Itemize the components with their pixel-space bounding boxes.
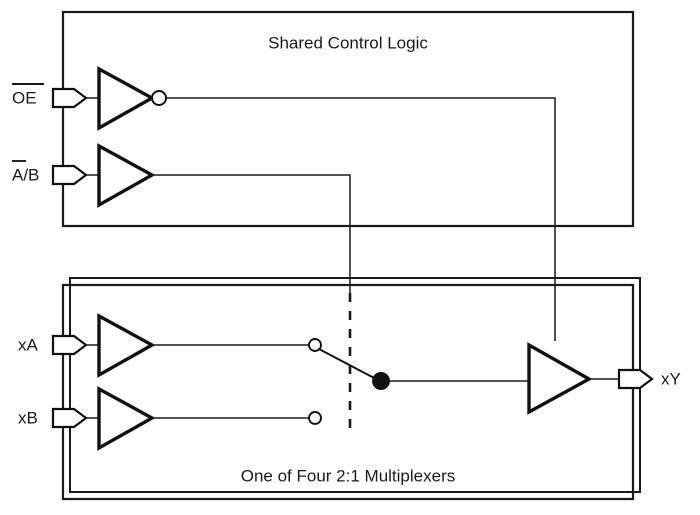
pin-xb-label: xB [18, 408, 38, 427]
oe-inverter-bubble-icon [151, 90, 167, 106]
pin-a-bar-b[interactable]: A/B [12, 160, 88, 186]
ab-buffer-triangle [97, 143, 156, 208]
control-block-outline [61, 10, 635, 228]
wire-oe-enable-route [166, 97, 556, 341]
pin-oe-label: OE [12, 88, 37, 107]
switch-contact-b-icon[interactable] [308, 411, 322, 425]
pin-ab-label: A/B [12, 165, 39, 184]
pin-xy-label: xY [661, 369, 681, 388]
pin-xy[interactable]: xY [617, 368, 681, 390]
gate-xa-buffer [86, 313, 309, 378]
xb-buffer-triangle [97, 386, 156, 451]
pin-xa[interactable]: xA [18, 334, 88, 356]
gate-output-buffer [527, 342, 620, 415]
pin-oe-shape[interactable] [51, 87, 88, 109]
switch-blade[interactable] [318, 348, 377, 380]
shared-control-logic-block: Shared Control Logic [61, 10, 635, 228]
pin-xb[interactable]: xB [18, 407, 88, 429]
switch-contact-a-icon[interactable] [308, 338, 322, 352]
pin-xy-shape[interactable] [617, 368, 654, 390]
wire-ab-select-route [152, 174, 351, 293]
mux-switch[interactable] [308, 338, 529, 425]
gate-oe-inverter [86, 66, 167, 131]
multiplexer-block: One of Four 2:1 Multiplexers [61, 277, 641, 501]
multiplexer-block-outline [61, 283, 635, 501]
pin-oe[interactable]: OE [12, 83, 88, 109]
gate-ab-buffer [86, 143, 156, 208]
pin-ab-shape[interactable] [51, 164, 88, 186]
switch-pole-icon[interactable] [372, 372, 390, 390]
multiplexer-block-title: One of Four 2:1 Multiplexers [241, 466, 455, 485]
pin-xb-shape[interactable] [51, 407, 88, 429]
xa-buffer-triangle [97, 313, 156, 378]
output-buffer-triangle [527, 342, 593, 415]
gate-xb-buffer [86, 386, 309, 451]
oe-inverter-triangle [97, 66, 156, 131]
control-block-title: Shared Control Logic [268, 33, 428, 52]
pin-xa-label: xA [18, 335, 39, 354]
pin-xa-shape[interactable] [51, 334, 88, 356]
